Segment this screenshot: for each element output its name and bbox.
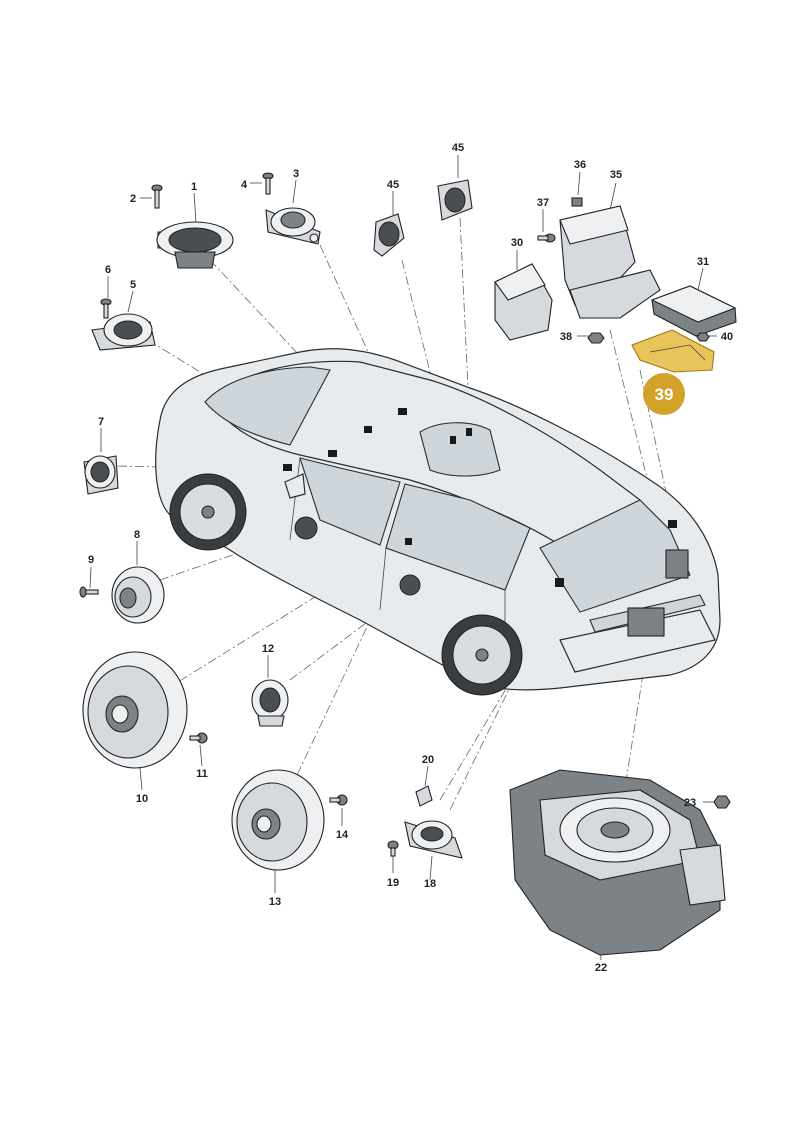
part-10-woofer <box>82 651 188 769</box>
part-38-nut <box>587 332 605 344</box>
label-30: 30 <box>511 237 523 249</box>
part-36-clip <box>571 197 583 207</box>
label-3: 3 <box>293 168 299 180</box>
part-4-screw <box>262 172 274 195</box>
label-36: 36 <box>574 159 586 171</box>
label-19: 19 <box>387 877 399 889</box>
part-23-nut <box>713 795 731 809</box>
highlight-badge[interactable]: 39 <box>643 373 685 415</box>
label-22: 22 <box>595 962 607 974</box>
part-40-nut <box>696 332 710 342</box>
part-45-speaker-b <box>437 179 473 221</box>
part-12-tweeter <box>251 679 289 727</box>
car-body <box>155 348 721 696</box>
label-14: 14 <box>336 829 349 841</box>
part-2-screw <box>151 184 163 209</box>
label-10: 10 <box>136 793 148 805</box>
highlight-badge-circle <box>643 373 685 415</box>
label-5: 5 <box>130 279 136 291</box>
label-6: 6 <box>105 264 111 276</box>
part-35-control-unit <box>559 205 661 319</box>
part-labels: 1 2 3 4 5 6 7 8 9 10 11 12 13 14 18 19 2… <box>88 142 733 974</box>
label-18: 18 <box>424 878 436 890</box>
part-8-speaker <box>111 566 165 624</box>
part-11-screw <box>189 732 208 744</box>
part-13-woofer <box>231 769 325 871</box>
part-5-speaker <box>91 313 156 351</box>
label-9: 9 <box>88 554 94 566</box>
label-45-a: 45 <box>387 179 399 191</box>
part-1-speaker <box>156 221 234 269</box>
label-45-b: 45 <box>452 142 464 154</box>
label-11: 11 <box>196 768 208 780</box>
label-31: 31 <box>697 256 709 268</box>
label-13: 13 <box>269 896 281 908</box>
part-22-subwoofer <box>509 769 726 956</box>
part-30-amplifier <box>494 263 553 341</box>
part-45-speaker-a <box>373 213 405 257</box>
part-3-speaker <box>265 207 321 245</box>
part-31-module <box>650 285 737 337</box>
part-19-screw <box>387 840 399 857</box>
label-37: 37 <box>537 197 549 209</box>
highlight-badge-label: 39 <box>655 385 674 404</box>
part-39-bracket-highlighted <box>631 329 715 373</box>
part-18-speaker <box>404 820 463 859</box>
label-1: 1 <box>191 181 197 193</box>
label-4: 4 <box>241 179 248 191</box>
label-23: 23 <box>684 797 696 809</box>
label-20: 20 <box>422 754 434 766</box>
part-20-clip <box>415 785 433 807</box>
label-7: 7 <box>98 416 104 428</box>
part-14-screw <box>329 794 348 806</box>
label-40: 40 <box>721 331 733 343</box>
part-37-screw <box>537 233 556 243</box>
part-7-tweeter <box>83 455 119 495</box>
label-12: 12 <box>262 643 274 655</box>
part-6-screw <box>100 298 112 319</box>
part-9-screw <box>79 586 99 598</box>
label-35: 35 <box>610 169 622 181</box>
label-2: 2 <box>130 193 136 205</box>
label-38: 38 <box>560 331 572 343</box>
label-8: 8 <box>134 529 140 541</box>
